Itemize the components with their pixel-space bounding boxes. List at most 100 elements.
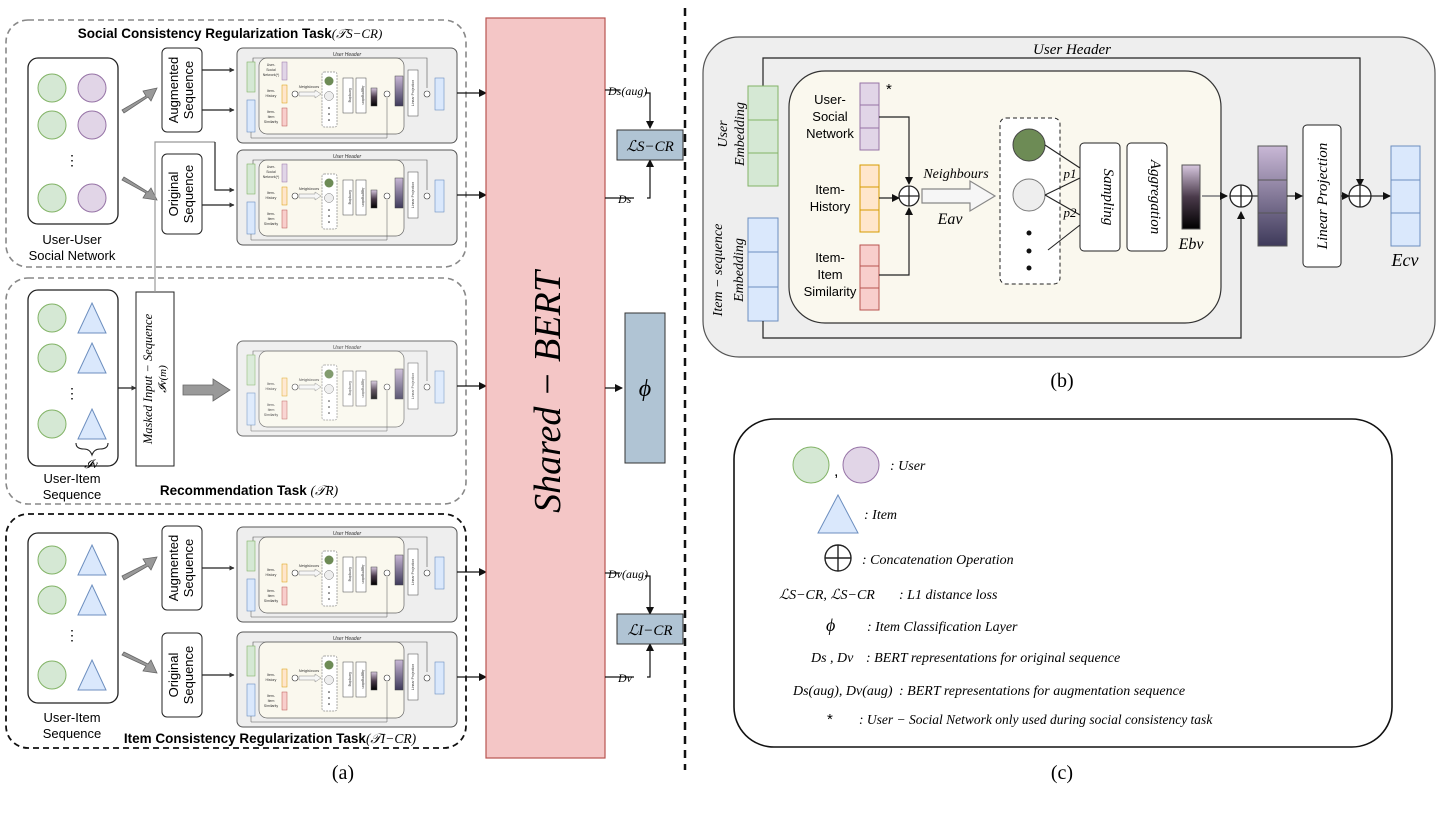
mini-sampling-box <box>342 370 354 407</box>
loss-scr-box <box>616 129 684 161</box>
mini-concat <box>383 192 391 200</box>
mini-sampling-box <box>342 556 354 593</box>
mini-concat <box>383 569 391 577</box>
item-item-vector <box>859 244 880 311</box>
mini-linear-box <box>407 69 419 117</box>
p1-label: p1 <box>1063 166 1077 181</box>
user-header-label: User Header <box>1033 42 1111 58</box>
concat-icon-b3 <box>1348 184 1372 208</box>
mini-aggregation-box <box>355 661 367 698</box>
aggregation-box <box>1126 142 1168 252</box>
mini-linear-box <box>407 362 419 410</box>
legend-star-symbol: * <box>827 711 833 728</box>
mini-aggregation-label: Aggregation <box>361 188 365 207</box>
mini-node-light <box>324 193 334 203</box>
user-node-green <box>37 585 67 615</box>
mini-similarity-label: Item <box>268 408 275 412</box>
caption-a: (a) <box>332 762 354 784</box>
svg-text:Masked Input − Sequence: Masked Input − Sequence <box>141 313 155 445</box>
mini-sampling-box <box>342 661 354 698</box>
mini-dot <box>328 586 330 588</box>
legend-d-symbols: Ds , Dv <box>810 651 854 666</box>
mini-dot <box>328 691 330 693</box>
phi-label: ϕ <box>639 376 651 402</box>
loss-icr-label: ℒI−CR <box>627 623 672 639</box>
svg-text:AugmentedSequence: AugmentedSequence <box>166 535 196 602</box>
item-triangle <box>77 301 107 334</box>
module-to-bert-arrows <box>457 89 487 681</box>
p2-label: p2 <box>1063 205 1078 220</box>
asterisk: * <box>886 81 892 98</box>
mini-social-label: Social <box>266 68 276 72</box>
mini-similarity-label: Item <box>268 115 275 119</box>
user-node-green <box>37 660 67 690</box>
mini-aggregation-box <box>355 370 367 407</box>
phi-block <box>624 312 666 464</box>
user-node-green <box>37 110 67 140</box>
legend-star-text: : User − Social Network only used during… <box>859 712 1213 727</box>
mini-modules: User HeaderUser-SocialNetwork(*)Item-His… <box>236 47 458 728</box>
mini-eb <box>370 189 378 209</box>
legend-user-text: : User <box>890 459 926 474</box>
loss-scr-label: ℒS−CR <box>626 139 674 155</box>
user-node-purple <box>77 73 107 103</box>
mini-aggregation-label: Aggregation <box>361 670 365 689</box>
mini-ec <box>434 77 445 111</box>
concat-icon-b2 <box>1229 184 1253 208</box>
bert-outputs <box>605 89 654 678</box>
legend-d-text: : BERT representations for original sequ… <box>866 651 1120 666</box>
mini-concat <box>383 674 391 682</box>
mini-history-label: History <box>266 196 277 200</box>
mini-header-line <box>252 57 428 88</box>
mini-similarity-vector <box>281 691 288 711</box>
user-node-green <box>37 545 67 575</box>
item-sequence-line <box>762 211 1245 339</box>
mini-module: User HeaderItem-HistoryItem-ItemSimilari… <box>236 631 458 728</box>
mini-node-dark <box>324 369 334 379</box>
caption-b: (b) <box>1050 370 1073 392</box>
neighbours-label: Neighbours <box>922 167 989 182</box>
mini-dot <box>328 703 330 705</box>
shared-bert-label: Shared − BERT <box>527 268 569 513</box>
item-triangle <box>77 658 107 691</box>
legend-loss-symbols: ℒS−CR, ℒS−CR <box>779 588 875 603</box>
mini-sampling-box <box>342 77 354 114</box>
mini-sampling-label: Sampling <box>348 190 352 205</box>
mini-linear-label: Linear Projection <box>411 373 415 399</box>
mini-social-vector <box>281 61 288 81</box>
mini-linear-box <box>407 171 419 219</box>
mini-neighbours-label: Neighbours <box>299 563 319 568</box>
legend-phi-symbol: ϕ <box>826 615 835 635</box>
mini-sampling-box <box>342 179 354 216</box>
mini-aggregation-label: Aggregation <box>361 565 365 584</box>
mini-concat <box>423 192 431 200</box>
gray-block-arrows <box>121 87 231 674</box>
mini-neighbours-arrow <box>298 568 322 578</box>
mini-history-vector <box>281 84 288 104</box>
mini-combined <box>394 368 404 400</box>
mini-history-label: Item- <box>267 89 276 93</box>
mini-history-vector <box>281 377 288 397</box>
mini-similarity-label: Similarity <box>264 599 278 603</box>
mini-user-embedding <box>246 61 256 93</box>
mini-linear-label: Linear Projection <box>411 182 415 208</box>
item-history-vector <box>859 164 880 233</box>
mini-sampling-label: Sampling <box>348 381 352 396</box>
augmented-sequence-box-i: AugmentedSequence <box>161 525 203 611</box>
legend-loss-text: : L1 distance loss <box>899 588 998 603</box>
mini-node-light <box>324 384 334 394</box>
mini-module: User HeaderItem-HistoryItem-ItemSimilari… <box>236 340 458 437</box>
mini-module: User HeaderUser-SocialNetwork(*)Item-His… <box>236 47 458 144</box>
user-node-green <box>37 303 67 333</box>
mini-user-embedding <box>246 163 256 195</box>
recommendation-task-title: Recommendation Task (𝒯R) <box>160 483 339 498</box>
mini-social-label: Network(*) <box>263 73 280 77</box>
panel-c-legend: , : User : Item : Concatenation Operatio… <box>733 418 1393 784</box>
neighbour-node-light <box>1012 178 1046 212</box>
mini-neighbours-label: Neighbours <box>299 377 319 382</box>
mini-history-label: Item- <box>267 382 276 386</box>
mini-concat <box>423 383 431 391</box>
mini-item-embedding <box>246 201 256 235</box>
